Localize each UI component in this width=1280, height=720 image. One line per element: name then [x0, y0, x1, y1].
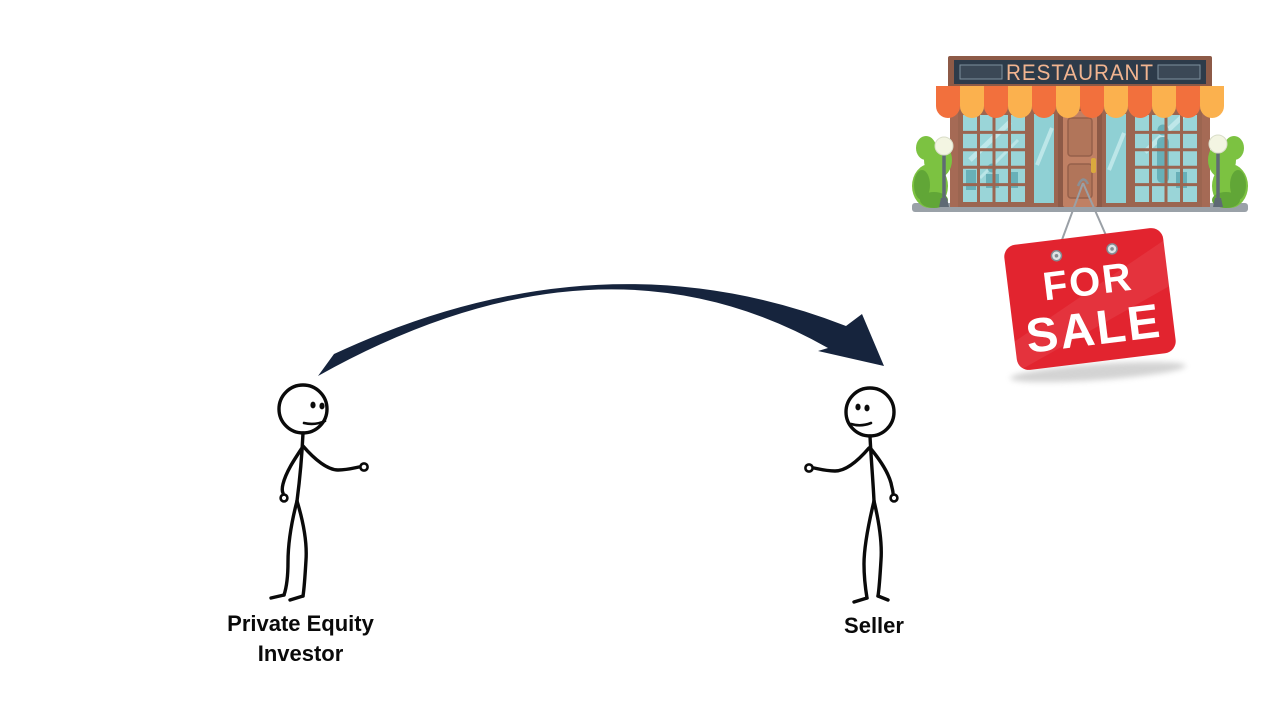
- investor-arm-back: [280, 446, 304, 495]
- seller-head: [844, 386, 896, 438]
- awning: [936, 86, 1224, 118]
- seller-arm-front: [812, 446, 871, 473]
- lamp-right: [1208, 134, 1228, 207]
- storefront-sign: RESTAURANT: [948, 56, 1212, 88]
- restaurant-sign-text: RESTAURANT: [1006, 60, 1154, 85]
- investor-leg-left: [282, 499, 299, 597]
- seller-label: Seller: [844, 613, 904, 638]
- investor-arm-front: [301, 444, 361, 472]
- stick-figure-seller: [804, 386, 899, 604]
- bush-left: [912, 136, 952, 208]
- door-hook: [1076, 178, 1090, 187]
- sign-plate: [1004, 228, 1176, 370]
- investor-leg-right: [295, 499, 308, 598]
- seller-body: [868, 434, 876, 503]
- bush-right: [1208, 136, 1248, 208]
- for-sale-sign: FOR SALE: [1004, 182, 1186, 383]
- investor-head: [277, 383, 329, 435]
- for-sale-text-line1: FOR: [1040, 255, 1135, 310]
- restaurant-illustration: RESTAURANT: [912, 56, 1248, 212]
- investor-label: Private Equity Investor: [227, 611, 374, 666]
- lamp-left: [934, 136, 954, 207]
- seller-leg-left: [862, 499, 876, 600]
- investor-body: [295, 431, 305, 503]
- sign-shadow: [1010, 361, 1186, 383]
- window-left: [958, 110, 1030, 207]
- door-handle: [1091, 158, 1096, 173]
- window-right: [1130, 110, 1202, 207]
- glass-panel-left: [1030, 110, 1058, 207]
- glass-panel-right: [1102, 110, 1130, 207]
- stick-figure-investor: [269, 383, 369, 602]
- sign-gloss: [1014, 240, 1170, 372]
- transaction-arrow: [318, 284, 884, 376]
- seller-arm-back: [869, 447, 895, 495]
- seller-leg-right: [872, 499, 883, 598]
